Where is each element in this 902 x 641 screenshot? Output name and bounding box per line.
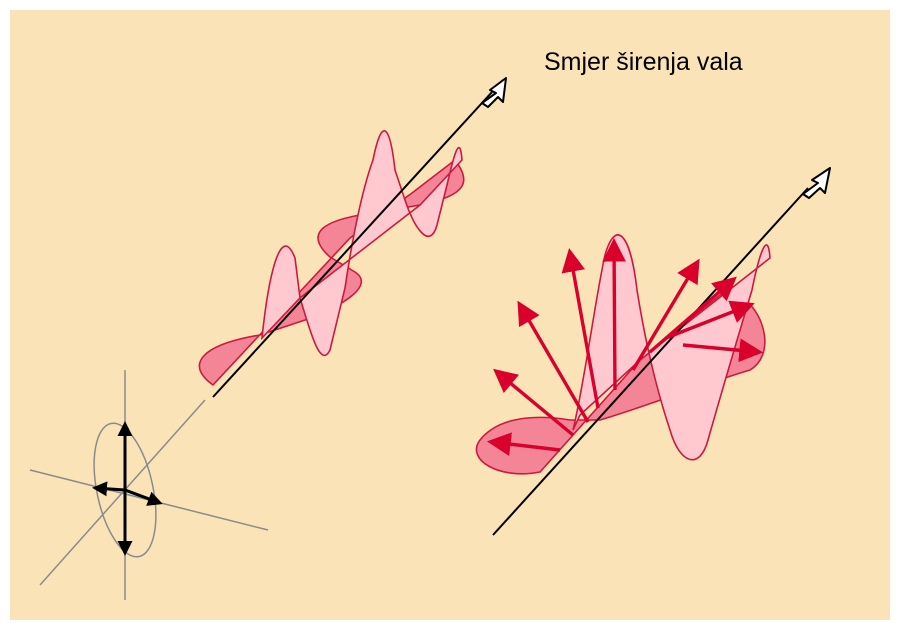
field-vector-6 — [631, 258, 700, 371]
legend-propagation-axis — [39, 399, 206, 586]
vertical-wave — [260, 130, 463, 357]
polarization-legend — [29, 370, 269, 600]
direction-label: Smjer širenja vala — [544, 48, 743, 76]
propagation-axis-left — [212, 79, 504, 398]
field-vector-1 — [486, 432, 561, 457]
legend-arrow-left — [92, 481, 126, 497]
field-vector-4 — [561, 247, 600, 409]
field-vector-9 — [682, 338, 764, 363]
vertical-wave-right — [572, 234, 771, 461]
polarized-wave — [475, 167, 831, 536]
propagation-axis-right — [492, 187, 809, 536]
direction-arrow-left — [481, 77, 507, 108]
unpolarized-wave — [198, 77, 507, 398]
field-vector-5 — [602, 237, 627, 391]
direction-arrow-right — [802, 167, 831, 199]
field-vector-2 — [493, 368, 575, 437]
field-vector-3 — [517, 300, 590, 423]
field-vector-7 — [648, 276, 737, 354]
legend-arrow-right — [124, 488, 163, 506]
field-vector-8 — [665, 300, 755, 340]
